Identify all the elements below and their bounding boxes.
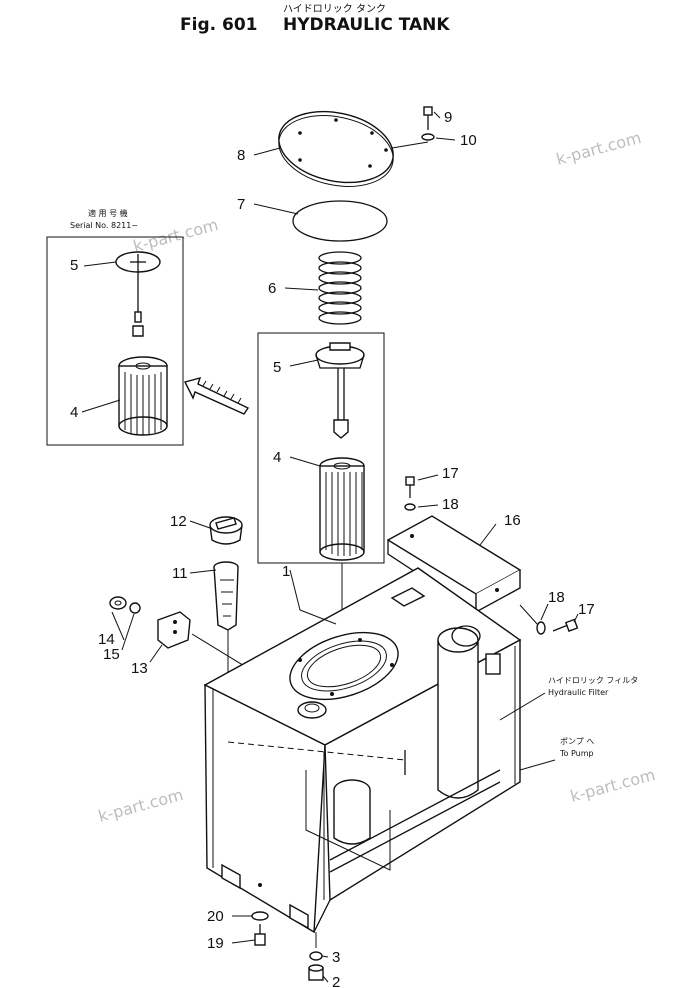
callout-10: 10 — [460, 132, 477, 149]
callout-4: 4 — [273, 449, 281, 466]
callout-1: 1 — [282, 563, 290, 580]
serial-inset-frame — [46, 236, 184, 446]
plug-2 — [308, 964, 324, 981]
figure-number: Fig. 601 — [180, 15, 257, 35]
watermark: k-part.com — [554, 128, 643, 169]
bolt-9 — [423, 106, 433, 130]
callout-18-top: 18 — [442, 496, 459, 513]
filter-assembly-frame — [257, 332, 385, 564]
o-ring — [292, 200, 388, 242]
callout-13: 13 — [131, 660, 148, 677]
note-filter-japanese: ハイドロリック フィルタ — [548, 676, 638, 685]
nut-14 — [109, 596, 127, 610]
washer-18-top — [404, 503, 416, 511]
washer-10 — [421, 133, 435, 141]
note-pump-japanese: ポンプ へ — [560, 737, 594, 746]
strainer — [213, 561, 239, 631]
inset-japanese-label: 適 用 号 機 — [88, 208, 128, 218]
figure-title-japanese: ハイドロリック タンク — [283, 3, 386, 15]
callout-17-top: 17 — [442, 465, 459, 482]
callout-5: 5 — [273, 359, 281, 376]
callout-9: 9 — [444, 109, 452, 126]
spring — [318, 251, 362, 325]
callout-14: 14 — [98, 631, 115, 648]
bolt-19 — [254, 924, 266, 946]
filler-cap — [209, 516, 243, 545]
callout-18-right: 18 — [548, 589, 565, 606]
inset-bypass-valve — [115, 251, 161, 337]
watermark: k-part.com — [568, 765, 657, 806]
callout-15: 15 — [103, 646, 120, 663]
callout-6: 6 — [268, 280, 276, 297]
callout-4-inset: 4 — [70, 404, 78, 421]
callout-19: 19 — [207, 935, 224, 952]
watermark: k-part.com — [96, 785, 185, 826]
filter-element — [319, 457, 365, 561]
figure-title: HYDRAULIC TANK — [283, 15, 450, 35]
o-ring-3 — [309, 951, 323, 961]
inset-serial-label: Serial No. 8211~ — [70, 221, 138, 230]
callout-12: 12 — [170, 513, 187, 530]
flange-13 — [157, 611, 191, 649]
note-filter-english: Hydraulic Filter — [548, 688, 609, 697]
callout-20: 20 — [207, 908, 224, 925]
washer-15 — [129, 602, 141, 614]
bolt-17-right — [552, 618, 579, 632]
washer-20 — [251, 911, 269, 921]
callout-2: 2 — [332, 974, 340, 988]
cover-plate — [278, 110, 394, 187]
callout-16: 16 — [504, 512, 521, 529]
callout-11: 11 — [172, 565, 188, 582]
hydraulic-tank — [203, 567, 522, 934]
callout-5-inset: 5 — [70, 257, 78, 274]
callout-8: 8 — [237, 147, 245, 164]
bolt-17-top — [405, 476, 415, 498]
callout-3: 3 — [332, 949, 340, 966]
inset-filter-element — [118, 356, 168, 436]
bypass-valve — [315, 342, 365, 439]
callout-17-right: 17 — [578, 601, 595, 618]
washer-18-right — [536, 621, 546, 635]
note-pump-english: To Pump — [559, 749, 594, 758]
callout-7: 7 — [237, 196, 245, 213]
watermark: k-part.com — [131, 215, 220, 256]
view-arrow — [183, 376, 250, 415]
